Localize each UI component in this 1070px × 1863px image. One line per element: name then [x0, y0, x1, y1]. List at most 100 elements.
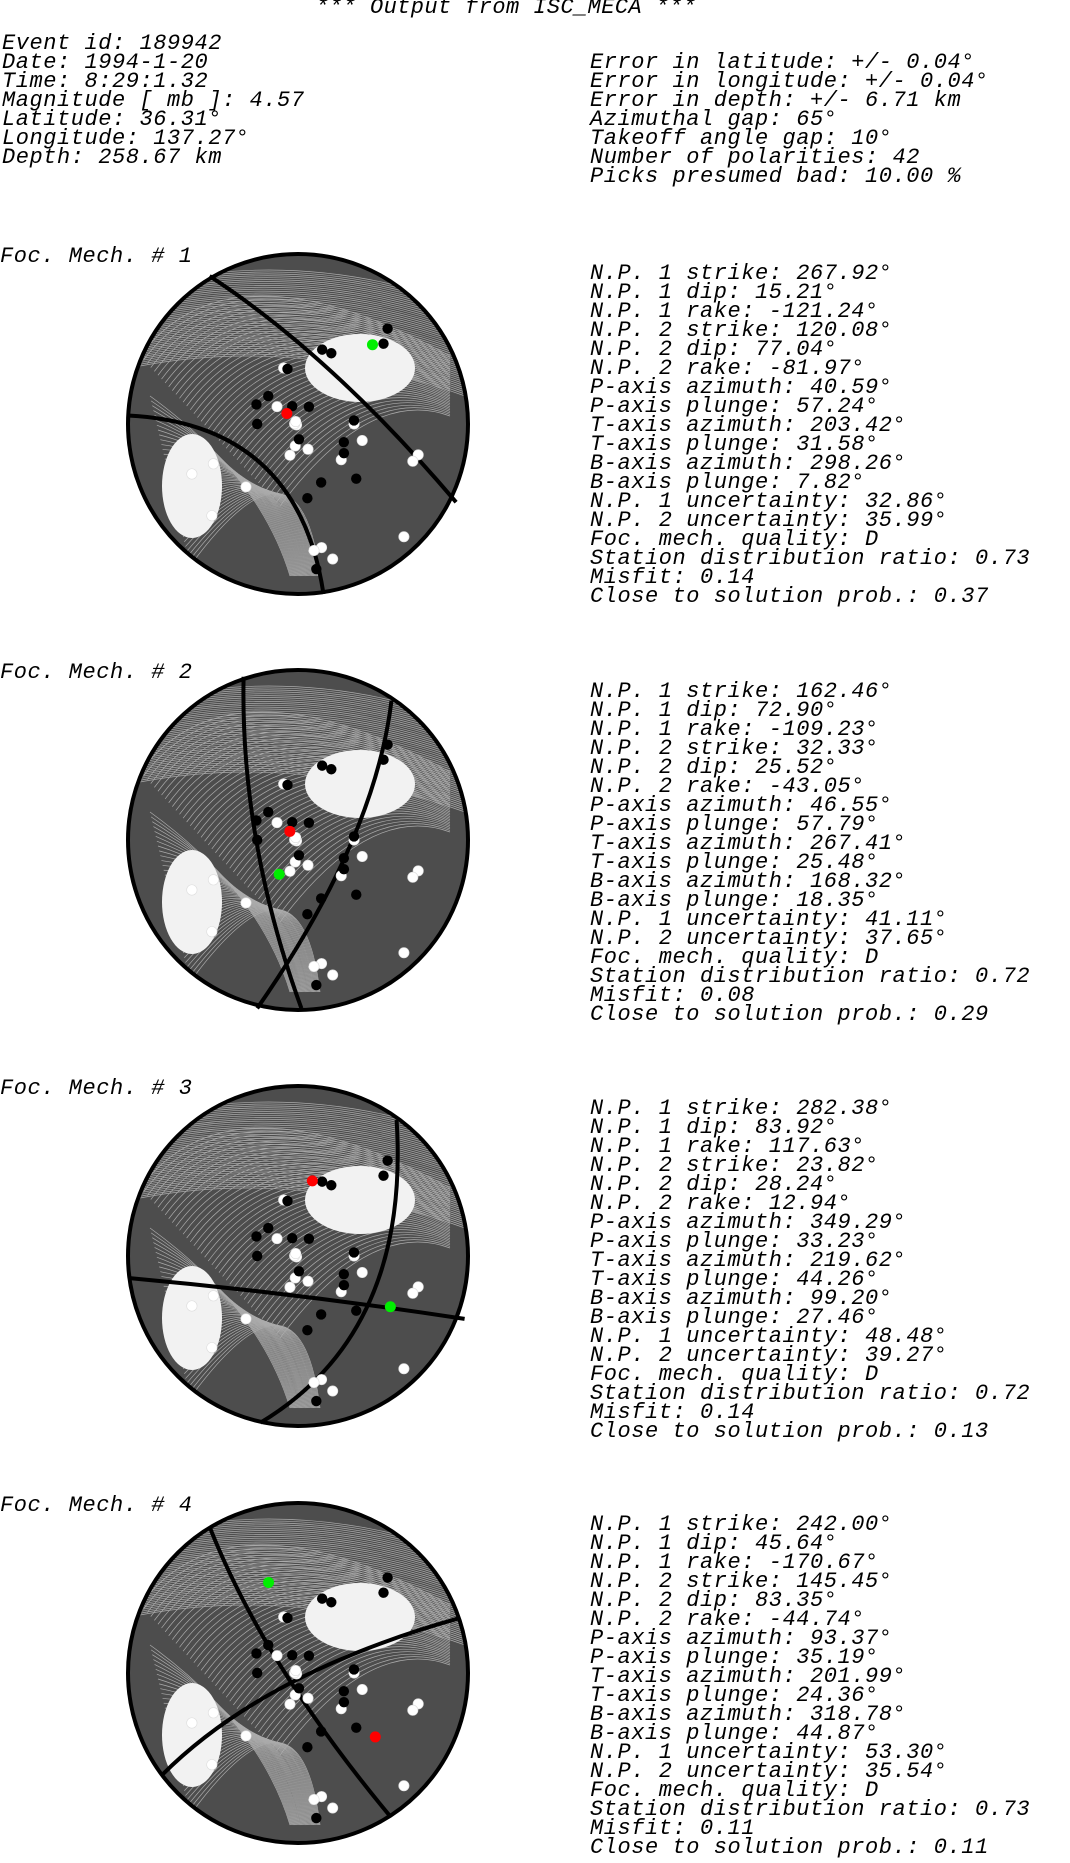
dilatation-station [293, 850, 305, 861]
compression-station [206, 1759, 218, 1771]
param-line: T-axis azimuth: 203.42° [590, 413, 907, 438]
compression-station [398, 1363, 410, 1375]
solution-curve [139, 771, 466, 813]
compression-station [407, 455, 419, 467]
param-line: N.P. 2 uncertainty: 37.65° [590, 926, 948, 951]
dilatation-station [302, 909, 313, 920]
compression-lobe [305, 334, 415, 402]
solution-curve [146, 1551, 451, 1613]
param-line: N.P. 1 dip: 72.90° [590, 698, 838, 723]
dilatation-station [303, 401, 315, 412]
param-line: N.P. 2 dip: 77.04° [590, 337, 838, 362]
compression-lobe [305, 750, 415, 818]
compression-station [284, 449, 296, 461]
compression-station [186, 1717, 198, 1729]
param-line: T-axis plunge: 31.58° [590, 432, 879, 457]
compression-station [206, 1342, 218, 1354]
dilatation-station [252, 834, 263, 846]
solution-curve [276, 823, 451, 919]
param-line: N.P. 1 dip: 15.21° [590, 280, 838, 305]
param-line: N.P. 2 dip: 83.35° [590, 1588, 838, 1613]
solution-curve [146, 1134, 451, 1196]
sphere-outline [126, 1501, 470, 1845]
event-id: Event id: 189942 [2, 31, 223, 56]
nodal-plane [255, 700, 394, 1010]
param-line: N.P. 2 dip: 28.24° [590, 1172, 838, 1197]
compression-station [206, 510, 218, 522]
param-line: B-axis plunge: 27.46° [590, 1305, 879, 1330]
compression-station [356, 1683, 368, 1695]
nodal-plane [207, 1526, 392, 1818]
event-date: Date: 1994-1-20 [2, 50, 209, 75]
compression-station [327, 1385, 339, 1397]
compression-station [327, 969, 339, 981]
solution-curve [139, 1545, 466, 1584]
compression-station [308, 1793, 320, 1805]
mechanism-label: Foc. Mech. # 3 [0, 1076, 193, 1101]
error-depth: Error in depth: +/- 6.71 km [590, 88, 962, 113]
compression-station [284, 1281, 296, 1293]
mechanism-label: Foc. Mech. # 2 [0, 660, 193, 685]
mechanism-parameters: N.P. 1 strike: 267.92° N.P. 1 dip: 15.21… [590, 263, 1030, 608]
dilatation-station [293, 1266, 305, 1277]
solution-curve [143, 714, 451, 777]
dilatation-station [303, 817, 315, 828]
compression-station [302, 1275, 314, 1287]
compression-station [240, 481, 252, 493]
dilatation-station [282, 1612, 293, 1624]
param-line: Foc. mech. quality: D [590, 945, 879, 970]
solution-curve [139, 711, 451, 773]
dilatation-lobe [162, 434, 222, 538]
param-line: Foc. mech. quality: D [590, 1778, 879, 1803]
dilatation-station [315, 477, 327, 488]
dilatation-station [382, 739, 393, 750]
param-line: Misfit: 0.11 [590, 1816, 756, 1841]
solution-curve [139, 296, 466, 335]
param-line: N.P. 2 rake: 12.94° [590, 1191, 852, 1216]
solution-curve [139, 1127, 451, 1189]
dilatation-station [326, 348, 337, 359]
solution-curve [164, 1150, 451, 1216]
p-axis-marker [281, 408, 293, 420]
solution-curve [157, 727, 451, 792]
solution-curve [272, 820, 451, 915]
compression-station [271, 401, 283, 413]
solution-curve [139, 334, 466, 375]
solution-curve [146, 718, 451, 780]
dilatation-station [287, 817, 298, 828]
compression-station [398, 1780, 410, 1792]
solution-curve [276, 407, 451, 503]
param-line: T-axis plunge: 25.48° [590, 850, 879, 875]
solution-curve [143, 1130, 451, 1193]
param-line: T-axis azimuth: 219.62° [590, 1248, 907, 1273]
dilatation-lobe [162, 1683, 222, 1787]
stereonet-svg [126, 1084, 470, 1428]
dilatation-station [263, 806, 274, 818]
param-line: B-axis azimuth: 168.32° [590, 869, 907, 894]
nodal-plane [259, 1119, 400, 1425]
solution-curve [258, 1226, 451, 1316]
param-line: P-axis azimuth: 40.59° [590, 375, 893, 400]
solution-curve [139, 1553, 466, 1592]
compression-station [186, 1300, 198, 1312]
solution-curve [139, 1136, 466, 1175]
dilatation-station [382, 323, 393, 334]
dilatation-station [326, 764, 337, 775]
solution-curve [139, 1574, 466, 1614]
nodal-plane [160, 1616, 459, 1777]
solution-curve [261, 1646, 451, 1736]
param-line: N.P. 1 uncertainty: 53.30° [590, 1740, 948, 1765]
solution-curve [157, 1560, 451, 1625]
param-line: N.P. 2 uncertainty: 39.27° [590, 1343, 948, 1368]
param-line: B-axis azimuth: 298.26° [590, 451, 907, 476]
solution-curve [139, 727, 466, 767]
solution-curve [139, 1583, 466, 1624]
solution-curve [272, 1653, 451, 1748]
dilatation-station [302, 493, 313, 504]
sphere-outline [126, 668, 470, 1012]
dilatation-station [316, 760, 328, 771]
focal-mechanism-beachball [120, 246, 476, 602]
solution-curve [143, 1547, 451, 1610]
solution-curve [154, 1557, 451, 1621]
solution-curve [139, 714, 466, 753]
